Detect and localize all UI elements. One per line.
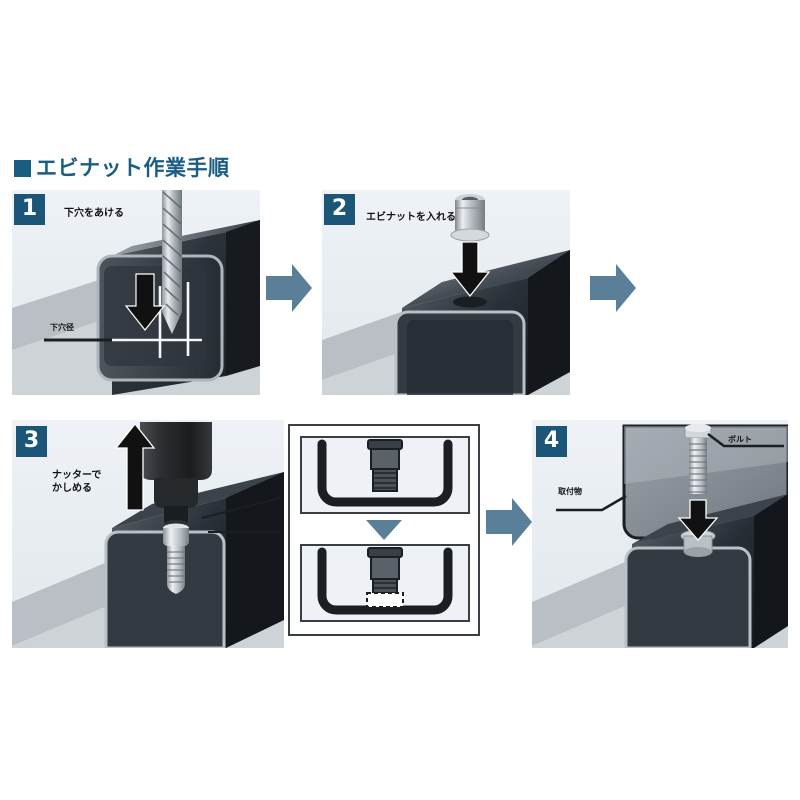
step-2-panel: 2 エビナットを入れる: [322, 190, 570, 395]
connector-step2-to-step3: [590, 264, 636, 312]
mounted-part-label: 取付物: [558, 487, 582, 496]
connector-step1-to-step2: [266, 264, 312, 312]
step-4-badge: 4: [536, 426, 567, 457]
title-text: エビナット作業手順: [36, 156, 230, 180]
pilot-hole-diameter-label: 下穴径: [50, 323, 74, 332]
title-bullet-icon: [14, 160, 31, 177]
step-1-caption: 下穴をあける: [64, 208, 124, 219]
hole-guide-lines: [158, 282, 190, 358]
step-2-badge: 2: [324, 194, 355, 225]
detail-before-crimp: [300, 436, 470, 514]
step-2-caption: エビナットを入れる: [366, 212, 456, 223]
mounted-part-leader: [556, 494, 627, 512]
step-3-badge: 3: [16, 426, 47, 457]
rivet-nut-unset-icon: [302, 438, 468, 512]
step-3-caption: ナッターで かしめる: [52, 470, 101, 495]
diagram-title: エビナット作業手順: [14, 158, 230, 179]
step-3-panel: 3 ナッターで かしめる: [12, 420, 284, 648]
installed-nut-icon: [680, 529, 716, 557]
step-3-caption-line1: ナッターで: [52, 470, 102, 481]
detail-leader-lines: [201, 497, 281, 533]
step-4-illustration: [532, 420, 788, 648]
step-3-caption-line2: かしめる: [52, 482, 92, 494]
connector-step3-to-step4: [486, 498, 532, 546]
bolt-leader: [707, 432, 784, 448]
down-arrow-icon: [449, 241, 491, 298]
up-arrow-icon: [114, 422, 156, 511]
step-1-illustration: [12, 190, 260, 395]
rivet-nut-set-icon: [302, 546, 468, 620]
down-arrow-icon: [677, 499, 719, 541]
step-2-illustration: [322, 190, 570, 395]
rivet-nut-icon: [450, 194, 490, 242]
detail-after-crimp: [300, 544, 470, 622]
detail-transition-arrow: [366, 520, 402, 540]
crimping-cross-section-detail: [288, 424, 480, 636]
bolt-label: ボルト: [728, 435, 752, 444]
step-3-illustration: [12, 420, 284, 648]
step-1-badge: 1: [14, 194, 45, 225]
down-arrow-icon: [124, 273, 166, 331]
bolt-icon: [684, 424, 712, 494]
step-1-panel: 1 下穴をあける 下穴径: [12, 190, 260, 395]
drill-bit-icon: [162, 190, 182, 334]
rivet-nut-setting-icon: [163, 523, 189, 594]
step-4-panel: 4 ボルト 取付物: [532, 420, 788, 648]
